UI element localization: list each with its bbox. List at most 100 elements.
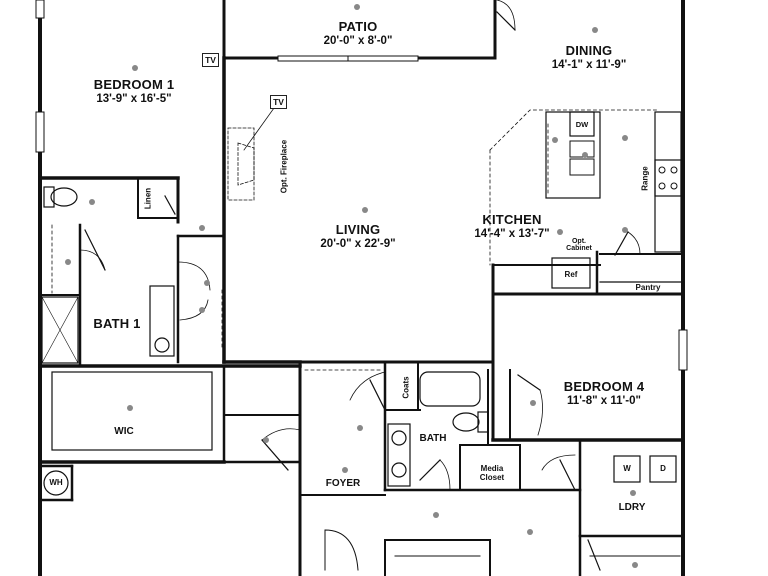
sink-bowl — [569, 158, 595, 176]
room-patio: PATIO 20'-0" x 8'-0" — [323, 19, 393, 48]
room-name-line: Media — [480, 464, 504, 473]
door — [587, 539, 601, 571]
room-bath-1: BATH 1 — [93, 316, 141, 331]
door — [419, 459, 441, 481]
linen-label: Linen — [143, 187, 153, 210]
fireplace-label: Opt. Fireplace — [279, 139, 289, 194]
light-fixture — [132, 65, 138, 71]
room-media-closet: Media Closet — [480, 464, 504, 482]
light-fixture — [622, 227, 628, 233]
light-fixture — [342, 467, 348, 473]
dryer — [649, 455, 677, 483]
light-fixture — [199, 307, 205, 313]
range-label: Range — [640, 166, 650, 191]
room-name: BEDROOM 1 — [93, 77, 175, 92]
door-swing — [179, 299, 209, 321]
room-dimensions: 20'-0" x 22'-9" — [320, 237, 396, 250]
door-swing — [177, 261, 211, 291]
fireplace — [227, 127, 255, 201]
door — [261, 439, 289, 471]
door — [496, 11, 516, 31]
toilet-bowl — [50, 187, 78, 207]
room-name: PATIO — [338, 19, 378, 34]
opt-cabinet-label: Opt. Cabinet — [566, 238, 592, 252]
room-dimensions: 14'-1" x 11'-9" — [551, 58, 627, 71]
light-fixture — [354, 4, 360, 10]
toilet-tank — [477, 411, 489, 433]
dryer-label: D — [660, 464, 666, 473]
door — [559, 459, 576, 491]
light-fixture — [622, 135, 628, 141]
shower — [41, 296, 79, 364]
vanity — [149, 285, 175, 357]
burner — [658, 182, 666, 190]
room-dimensions: 13'-9" x 16'-5" — [96, 92, 172, 105]
tv-icon: TV — [202, 53, 219, 67]
door — [84, 229, 106, 271]
dishwasher — [569, 111, 595, 137]
sink — [154, 337, 170, 353]
room-bedroom-4: BEDROOM 4 11'-8" x 11'-0" — [563, 379, 645, 408]
light-fixture — [199, 225, 205, 231]
room-wic: WIC — [114, 426, 134, 437]
shower-x — [41, 296, 79, 364]
fireplace-box — [237, 142, 255, 186]
door — [614, 231, 629, 256]
light-fixture — [630, 490, 636, 496]
tv-leader — [243, 107, 275, 151]
light-fixture — [557, 229, 563, 235]
opt-cabinet-line: Cabinet — [566, 245, 592, 252]
light-fixture — [527, 529, 533, 535]
room-name: KITCHEN — [482, 212, 542, 227]
refrigerator — [551, 257, 591, 289]
light-fixture — [263, 437, 269, 443]
room-bedroom-1: BEDROOM 1 13'-9" x 16'-5" — [93, 77, 175, 106]
toilet-bowl — [452, 412, 480, 432]
room-dimensions: 14'-4" x 13'-7" — [474, 227, 550, 240]
room-name-line: Closet — [479, 473, 505, 483]
door-swing — [537, 389, 543, 436]
refrigerator-label: Ref — [564, 270, 578, 279]
room-foyer: FOYER — [325, 478, 361, 489]
room-dining: DINING 14'-1" x 11'-9" — [551, 43, 627, 72]
room-pantry: Pantry — [635, 283, 661, 292]
room-kitchen: KITCHEN 14'-4" x 13'-7" — [474, 212, 550, 241]
door — [369, 379, 386, 411]
window — [678, 329, 688, 371]
water-heater-label: WH — [49, 478, 63, 487]
door-swing — [541, 454, 576, 471]
washer — [613, 455, 641, 483]
light-fixture — [592, 27, 598, 33]
dishwasher-label: DW — [575, 120, 589, 129]
door-swing — [439, 459, 451, 491]
room-name: LIVING — [335, 222, 381, 237]
bathtub — [419, 371, 481, 407]
sink — [391, 462, 407, 478]
range — [654, 159, 682, 197]
light-fixture — [632, 562, 638, 568]
room-laundry: LDRY — [618, 502, 646, 513]
wic-shelf — [51, 371, 213, 451]
door-swing — [627, 231, 641, 255]
toilet-tank — [43, 186, 55, 208]
washer-label: W — [623, 464, 631, 473]
opt-cabinet-line: Opt. — [571, 238, 586, 245]
light-fixture — [582, 152, 588, 158]
light-fixture — [362, 207, 368, 213]
sink-bowl — [569, 140, 595, 158]
light-fixture — [65, 259, 71, 265]
light-fixture — [89, 199, 95, 205]
burner — [670, 166, 678, 174]
water-heater — [43, 470, 69, 496]
coats-label: Coats — [401, 376, 411, 399]
room-dimensions: 11'-8" x 11'-0" — [567, 394, 641, 407]
room-name: BEDROOM 4 — [563, 379, 645, 394]
door — [517, 374, 541, 391]
door-swing — [79, 249, 106, 271]
light-fixture — [204, 280, 210, 286]
light-fixture — [552, 137, 558, 143]
burner — [658, 166, 666, 174]
room-dimensions: 20'-0" x 8'-0" — [323, 34, 393, 47]
vanity — [387, 423, 411, 487]
